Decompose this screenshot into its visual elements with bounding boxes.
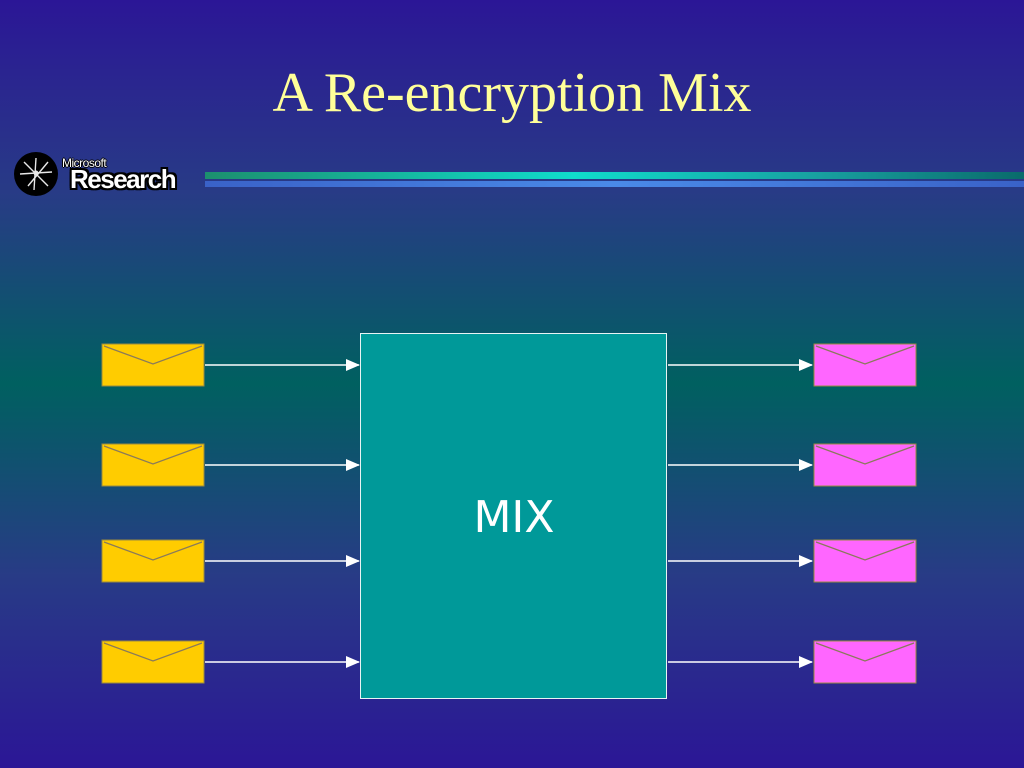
mix-box [360, 333, 667, 699]
logo-text-research: Research [70, 164, 177, 194]
output-envelope [813, 539, 917, 583]
input-envelope [101, 640, 205, 684]
input-envelope [101, 539, 205, 583]
mix-label: MIX [473, 492, 555, 543]
output-envelope [813, 443, 917, 487]
microsoft-research-logo: Microsoft Research [14, 152, 200, 200]
header-rule-blue [205, 181, 1024, 187]
slide-title: A Re-encryption Mix [272, 62, 752, 124]
logo-emblem-icon [14, 152, 58, 196]
logo-text-microsoft: Microsoft [62, 156, 107, 170]
input-envelope [101, 343, 205, 387]
header-rule-teal [205, 172, 1024, 179]
output-envelope [813, 640, 917, 684]
input-envelope [101, 443, 205, 487]
output-envelope [813, 343, 917, 387]
